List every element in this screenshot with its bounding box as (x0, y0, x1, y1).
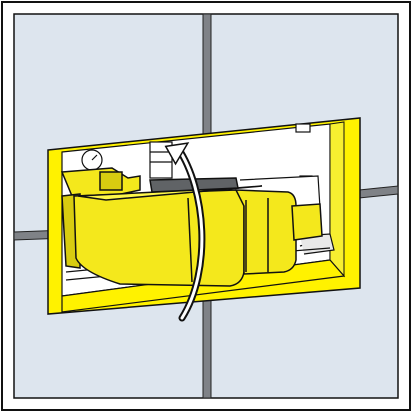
rotation-arrow-icon (164, 142, 206, 322)
